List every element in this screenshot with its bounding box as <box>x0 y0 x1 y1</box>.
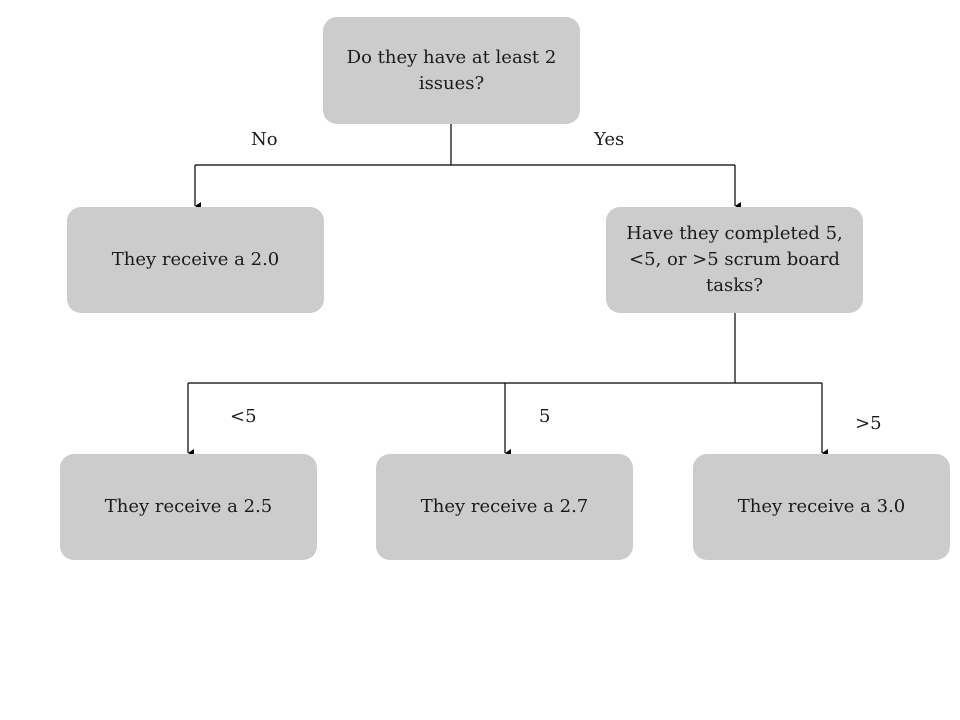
edge-label-no: No <box>251 129 278 150</box>
no-outcome-text: They receive a 2.0 <box>111 249 280 270</box>
edge-label-lt5: <5 <box>230 406 257 427</box>
gt5-outcome-text: They receive a 3.0 <box>737 496 906 517</box>
root-question-text: Do they have at least 2 issues? <box>346 46 557 94</box>
tasks-question-node: Have they completed 5, <5, or >5 scrum b… <box>606 207 863 313</box>
lt5-outcome-text: They receive a 2.5 <box>104 496 273 517</box>
root-question-node: Do they have at least 2 issues? <box>323 17 580 124</box>
edge-label-eq5: 5 <box>539 406 551 427</box>
no-outcome-node: They receive a 2.0 <box>67 207 324 313</box>
lt5-outcome-node: They receive a 2.5 <box>60 454 317 560</box>
eq5-outcome-text: They receive a 2.7 <box>420 496 589 517</box>
gt5-outcome-node: They receive a 3.0 <box>693 454 950 560</box>
tasks-question-text: Have they completed 5, <5, or >5 scrum b… <box>626 223 843 296</box>
eq5-outcome-node: They receive a 2.7 <box>376 454 633 560</box>
edge-label-yes: Yes <box>594 129 625 150</box>
edge-label-gt5: >5 <box>855 413 882 434</box>
